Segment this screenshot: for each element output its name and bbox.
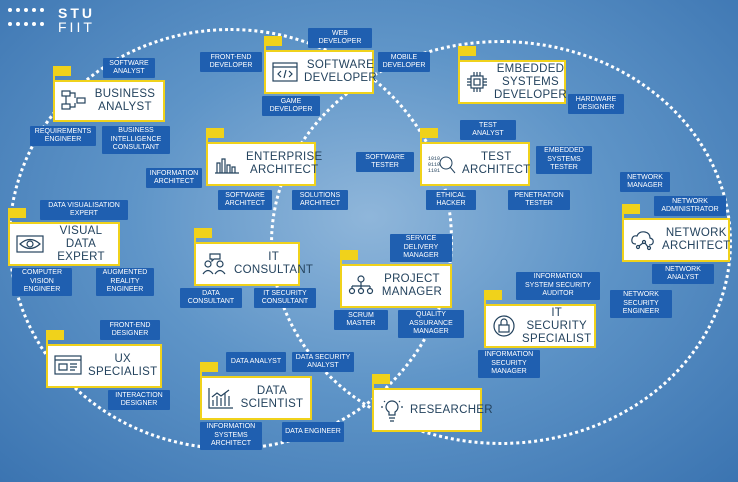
logo-line-1: STU — [58, 5, 95, 21]
tag-scrum-master[interactable]: SCRUM MASTER — [334, 310, 388, 330]
chip-icon — [466, 71, 488, 93]
role-title: TEST ARCHITECT — [462, 151, 531, 176]
bar-chart-icon — [208, 387, 234, 409]
flag — [372, 374, 390, 394]
role-card-project-manager[interactable]: PROJECT MANAGER — [340, 264, 452, 308]
tag-data-analyst[interactable]: DATA ANALYST — [226, 352, 286, 372]
role-card-researcher[interactable]: RESEARCHER — [372, 388, 493, 432]
svg-text:1010: 1010 — [428, 156, 440, 162]
lock-icon — [492, 315, 516, 337]
stu-fiit-logo: STU FIIT — [8, 6, 128, 46]
tag-software-architect[interactable]: SOFTWARE ARCHITECT — [218, 190, 272, 210]
tag-front-end-designer[interactable]: FRONT-END DESIGNER — [100, 320, 160, 340]
role-title: SOFTWARE DEVELOPER — [304, 59, 378, 84]
tag-data-visualisation-expert[interactable]: DATA VISUALISATION EXPERT — [40, 200, 128, 220]
logo-line-2: FIIT — [58, 19, 95, 35]
tag-network-security-engineer[interactable]: NETWORK SECURITY ENGINEER — [610, 290, 672, 318]
factory-icon — [214, 154, 240, 174]
flag — [200, 362, 218, 382]
tag-game-developer[interactable]: GAME DEVELOPER — [262, 96, 320, 116]
tag-software-analyst[interactable]: SOFTWARE ANALYST — [103, 58, 155, 78]
role-card-enterprise-architect[interactable]: ENTERPRISE ARCHITECT — [206, 142, 322, 186]
svg-text:1101: 1101 — [428, 168, 440, 174]
tag-network-analyst[interactable]: NETWORK ANALYST — [652, 264, 714, 284]
flag — [420, 128, 438, 148]
tag-penetration-tester[interactable]: PENETRATION TESTER — [508, 190, 570, 210]
flag — [46, 330, 64, 350]
role-card-embedded-systems-developer[interactable]: EMBEDDED SYSTEMS DEVELOPER — [458, 60, 568, 104]
tag-data-engineer[interactable]: DATA ENGINEER — [282, 422, 344, 442]
flag — [8, 208, 26, 228]
tag-is-security-auditor[interactable]: INFORMATION SYSTEM SECURITY AUDITOR — [516, 272, 600, 300]
role-card-visual-data-expert[interactable]: VISUAL DATA EXPERT — [8, 222, 120, 266]
role-card-software-developer[interactable]: SOFTWARE DEVELOPER — [264, 50, 378, 94]
role-title: NETWORK ARCHITECT — [662, 227, 731, 252]
tag-bi-consultant[interactable]: BUSINESS INTELLIGENCE CONSULTANT — [102, 126, 170, 154]
tag-it-security-consultant[interactable]: IT SECURITY CONSULTANT — [254, 288, 316, 308]
role-card-it-security-specialist[interactable]: IT SECURITY SPECIALIST — [484, 304, 596, 348]
tag-embedded-systems-tester[interactable]: EMBEDDED SYSTEMS TESTER — [536, 146, 592, 174]
role-title: IT CONSULTANT — [234, 251, 314, 276]
svg-text:0110: 0110 — [428, 162, 440, 168]
tag-test-analyst[interactable]: TEST ANALYST — [460, 120, 516, 140]
role-card-data-scientist[interactable]: DATA SCIENTIST — [200, 376, 312, 420]
ui-window-icon — [54, 355, 82, 377]
role-title: RESEARCHER — [410, 403, 493, 416]
tag-software-tester[interactable]: SOFTWARE TESTER — [356, 152, 414, 172]
tag-solutions-architect[interactable]: SOLUTIONS ARCHITECT — [292, 190, 348, 210]
tag-data-security-analyst[interactable]: DATA SECURITY ANALYST — [292, 352, 354, 372]
role-title: BUSINESS ANALYST — [94, 88, 156, 113]
flag — [622, 204, 640, 224]
tag-hardware-designer[interactable]: HARDWARE DESIGNER — [568, 94, 624, 114]
role-title: IT SECURITY SPECIALIST — [522, 306, 592, 345]
tag-computer-vision-engineer[interactable]: COMPUTER VISION ENGINEER — [12, 268, 72, 296]
tag-service-delivery-manager[interactable]: SERVICE DELIVERY MANAGER — [390, 234, 452, 262]
role-card-it-consultant[interactable]: IT CONSULTANT — [194, 242, 313, 286]
role-title: DATA SCIENTIST — [240, 385, 304, 410]
role-card-network-architect[interactable]: NETWORK ARCHITECT — [622, 218, 730, 262]
tag-is-architect[interactable]: INFORMATION SYSTEMS ARCHITECT — [200, 422, 262, 450]
flowchart-icon — [61, 90, 87, 112]
flag — [53, 66, 71, 86]
role-title: UX SPECIALIST — [88, 353, 158, 378]
lightbulb-icon — [380, 398, 404, 422]
tag-is-security-manager[interactable]: INFORMATION SECURITY MANAGER — [478, 350, 540, 378]
tag-network-administrator[interactable]: NETWORK ADMINISTRATOR — [654, 196, 726, 216]
people-chat-icon — [202, 253, 228, 275]
tag-data-consultant[interactable]: DATA CONSULTANT — [180, 288, 242, 308]
tag-front-end-developer[interactable]: FRONT-END DEVELOPER — [200, 52, 262, 72]
role-card-business-analyst[interactable]: BUSINESS ANALYST — [53, 80, 165, 122]
flag — [194, 228, 212, 248]
tag-interaction-designer[interactable]: INTERACTION DESIGNER — [108, 390, 170, 410]
tag-augmented-reality-engineer[interactable]: AUGMENTED REALITY ENGINEER — [96, 268, 154, 296]
org-chart-icon — [348, 275, 374, 297]
role-title: ENTERPRISE ARCHITECT — [246, 151, 323, 176]
tag-requirements-engineer[interactable]: REQUIREMENTS ENGINEER — [30, 126, 96, 146]
network-cloud-icon — [630, 229, 656, 251]
code-window-icon — [272, 62, 298, 82]
flag — [264, 36, 282, 56]
tag-information-architect[interactable]: INFORMATION ARCHITECT — [146, 168, 202, 188]
flag — [206, 128, 224, 148]
flag — [458, 46, 476, 66]
tag-mobile-developer[interactable]: MOBILE DEVELOPER — [378, 52, 430, 72]
eye-icon — [16, 235, 44, 253]
role-title: PROJECT MANAGER — [381, 273, 443, 298]
tag-network-manager[interactable]: NETWORK MANAGER — [620, 172, 670, 192]
role-card-ux-specialist[interactable]: UX SPECIALIST — [46, 344, 162, 388]
role-title: EMBEDDED SYSTEMS DEVELOPER — [494, 62, 568, 101]
flag — [484, 290, 502, 310]
role-title: VISUAL DATA EXPERT — [57, 224, 105, 263]
tag-ethical-hacker[interactable]: ETHICAL HACKER — [426, 190, 476, 210]
tag-qa-manager[interactable]: QUALITY ASSURANCE MANAGER — [398, 310, 464, 338]
flag — [340, 250, 358, 270]
tag-web-developer[interactable]: WEB DEVELOPER — [308, 28, 372, 48]
